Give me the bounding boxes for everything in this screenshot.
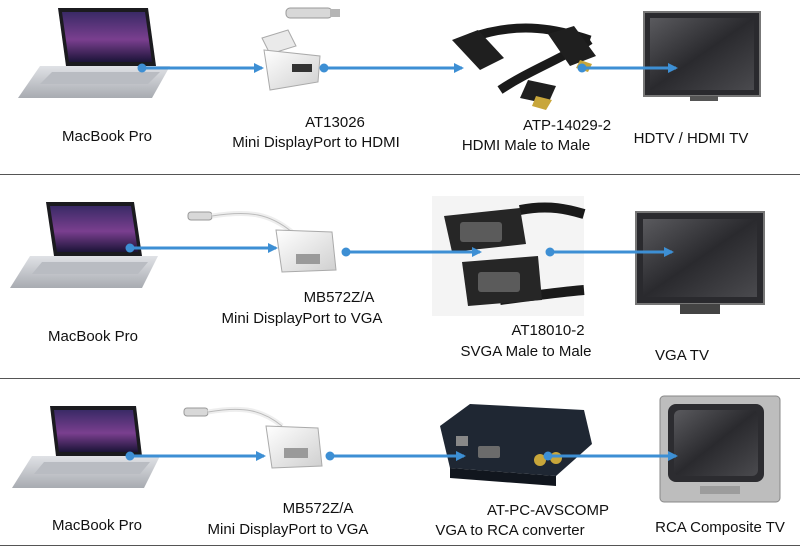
laptop-image xyxy=(10,202,158,288)
adapter-desc-label: Mini DisplayPort to VGA xyxy=(207,521,369,538)
connector-dot xyxy=(577,63,587,73)
mini-displayport-plug-image xyxy=(285,7,340,19)
source-label: MacBook Pro xyxy=(51,517,143,534)
hdtv-image xyxy=(643,11,761,101)
vga-adapter-image xyxy=(187,210,337,273)
vga-tv-image xyxy=(635,211,765,314)
source-label: MacBook Pro xyxy=(61,128,153,145)
section-divider xyxy=(0,545,800,546)
adapter-desc-label: Mini DisplayPort to VGA xyxy=(221,310,383,327)
display-label: VGA TV xyxy=(655,347,709,364)
hdmi-cable-image xyxy=(452,23,596,110)
cable-desc-label: VGA to RCA converter xyxy=(435,522,585,539)
connector-dot xyxy=(137,63,147,73)
cable-desc-label: SVGA Male to Male xyxy=(460,343,592,360)
connector-dot xyxy=(125,451,135,461)
display-label: RCA Composite TV xyxy=(655,519,785,536)
vga-adapter-image xyxy=(183,406,323,469)
section-divider xyxy=(0,378,800,379)
connector-dot xyxy=(545,247,555,257)
display-label: HDTV / HDMI TV xyxy=(633,130,749,147)
connector-dot xyxy=(325,451,335,461)
laptop-image xyxy=(12,406,160,488)
vga-rca-converter-image xyxy=(440,404,592,486)
source-label: MacBook Pro xyxy=(47,328,139,345)
section-divider xyxy=(0,174,800,175)
rca-composite-tv-image xyxy=(659,395,781,503)
connector-dot xyxy=(125,243,135,253)
cable-model-label: ATP-14029-2 xyxy=(522,117,612,134)
cable-desc-label: HDMI Male to Male xyxy=(461,137,591,154)
cable-model-label: AT18010-2 xyxy=(511,322,585,339)
adapter-desc-label: Mini DisplayPort to HDMI xyxy=(232,134,400,151)
connector-dot xyxy=(319,63,329,73)
adapter-model-label: AT13026 xyxy=(305,114,365,131)
adapter-model-label: MB572Z/A xyxy=(282,500,354,517)
hdmi-adapter-image xyxy=(261,29,321,91)
connector-dot xyxy=(543,451,553,461)
adapter-model-label: MB572Z/A xyxy=(303,289,375,306)
vga-cable-image xyxy=(432,196,586,316)
laptop-image xyxy=(18,8,170,98)
cable-model-label: AT-PC-AVSCOMP xyxy=(487,502,609,519)
connector-dot xyxy=(341,247,351,257)
